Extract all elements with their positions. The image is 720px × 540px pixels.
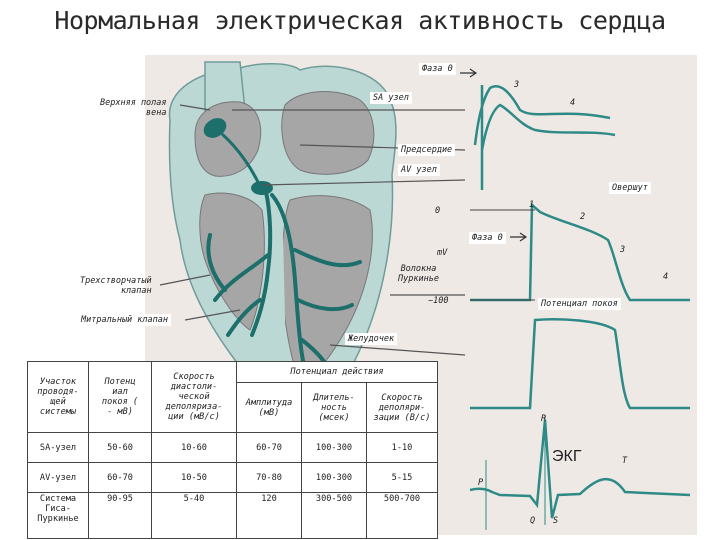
ecg-p-label: P xyxy=(478,478,484,488)
label-resting-potential: Потенциал покоя xyxy=(538,298,621,310)
label-ekg: ЭКГ xyxy=(552,448,582,465)
table-cell: 300-500 xyxy=(301,492,367,539)
table-cell: 1-10 xyxy=(366,432,438,463)
table-cell: 100-300 xyxy=(301,432,367,463)
header-amplitude: Амплитуда (мВ) xyxy=(236,382,302,433)
header-resting: Потенц иал покоя ( - мВ) xyxy=(88,361,152,433)
ecg-trace xyxy=(469,419,691,519)
table-cell: 120 xyxy=(236,492,302,539)
ap-axes xyxy=(470,209,535,301)
av-node xyxy=(251,181,273,195)
sa-node-trace-2 xyxy=(480,103,616,151)
label-phase0-mid: Фаза 0 xyxy=(469,232,506,244)
table-cell: 5-40 xyxy=(151,492,237,539)
label-purkinje: Волокна Пуркинье xyxy=(398,264,439,284)
page-title: Нормальная электрическая активность серд… xyxy=(54,6,666,35)
label-ventricle: Желудочек xyxy=(345,333,398,345)
table-cell: 60-70 xyxy=(236,432,302,463)
label-phase0-top: Фаза 0 xyxy=(419,63,456,75)
ecg-r-label: R xyxy=(541,414,547,424)
conduction-table: Участок проводя- щей системы Потенц иал … xyxy=(27,361,438,539)
table-cell: 5-15 xyxy=(366,462,438,493)
trace-columns xyxy=(469,85,691,530)
label-tricuspid-valve: Трехстворчатый клапан xyxy=(80,276,152,296)
table-row: AV-узел 60-70 10-50 70-80 100-300 5-15 xyxy=(27,462,438,493)
ecg-s-label: S xyxy=(553,516,559,526)
header-site: Участок проводя- щей системы xyxy=(27,361,89,433)
ventricle-trace xyxy=(470,318,690,410)
sa-node xyxy=(203,118,227,138)
sa-node-trace xyxy=(473,85,611,146)
table-cell: AV-узел xyxy=(27,462,89,493)
label-atrium: Предсердие xyxy=(398,144,456,156)
ventricular-ap-trace xyxy=(470,202,690,302)
label-av-node: AV узел xyxy=(398,164,440,176)
label-overshoot: Овершут xyxy=(609,182,651,194)
ecg-q-label: Q xyxy=(530,516,536,526)
axis-tick-minus100: −100 xyxy=(428,296,449,306)
ecg-t-label: T xyxy=(622,456,628,466)
table-cell: 100-300 xyxy=(301,462,367,493)
table-cell: 70-80 xyxy=(236,462,302,493)
phase-number: 3 xyxy=(514,80,520,90)
table-cell: Система Гиса- Пуркинье xyxy=(27,492,89,539)
table-cell: 500-700 xyxy=(366,492,438,539)
internodal-pathway xyxy=(221,132,260,183)
phase-number: 1 xyxy=(529,200,535,210)
purkinje-network xyxy=(206,190,362,374)
label-mitral-valve: Митральный клапан xyxy=(78,314,171,326)
phase-number: 2 xyxy=(580,212,586,222)
label-vena-cava: Верхняя полая вена xyxy=(100,98,167,118)
header-ap-group: Потенциал действия xyxy=(236,361,438,383)
phase-number: 3 xyxy=(620,245,626,255)
table-cell: 50-60 xyxy=(88,432,152,463)
header-diastolic: Скорость диастоли- ческой деполяриза- ци… xyxy=(151,361,237,433)
axis-tick-zero: 0 xyxy=(435,206,441,216)
phase-arrows xyxy=(460,68,528,242)
left-atrium xyxy=(281,91,375,175)
table-cell: 10-60 xyxy=(151,432,237,463)
table-row: Система Гиса- Пуркинье 90-95 5-40 120 30… xyxy=(27,492,438,539)
axis-unit: mV xyxy=(437,248,448,258)
label-sa-node: SA узел xyxy=(370,92,412,104)
septum xyxy=(268,190,286,360)
phase-number: 4 xyxy=(663,272,669,282)
header-duration: Длитель- ность (мсек) xyxy=(301,382,367,433)
phase-number: 4 xyxy=(570,98,576,108)
table-cell: SA-узел xyxy=(27,432,89,463)
table-cell: 60-70 xyxy=(88,462,152,493)
header-depol-rate: Скорость деполяри- зации (В/с) xyxy=(366,382,438,433)
table-row: SA-узел 50-60 10-60 60-70 100-300 1-10 xyxy=(27,432,438,463)
table-cell: 90-95 xyxy=(88,492,152,539)
right-ventricle xyxy=(199,192,265,331)
table-cell: 10-50 xyxy=(151,462,237,493)
